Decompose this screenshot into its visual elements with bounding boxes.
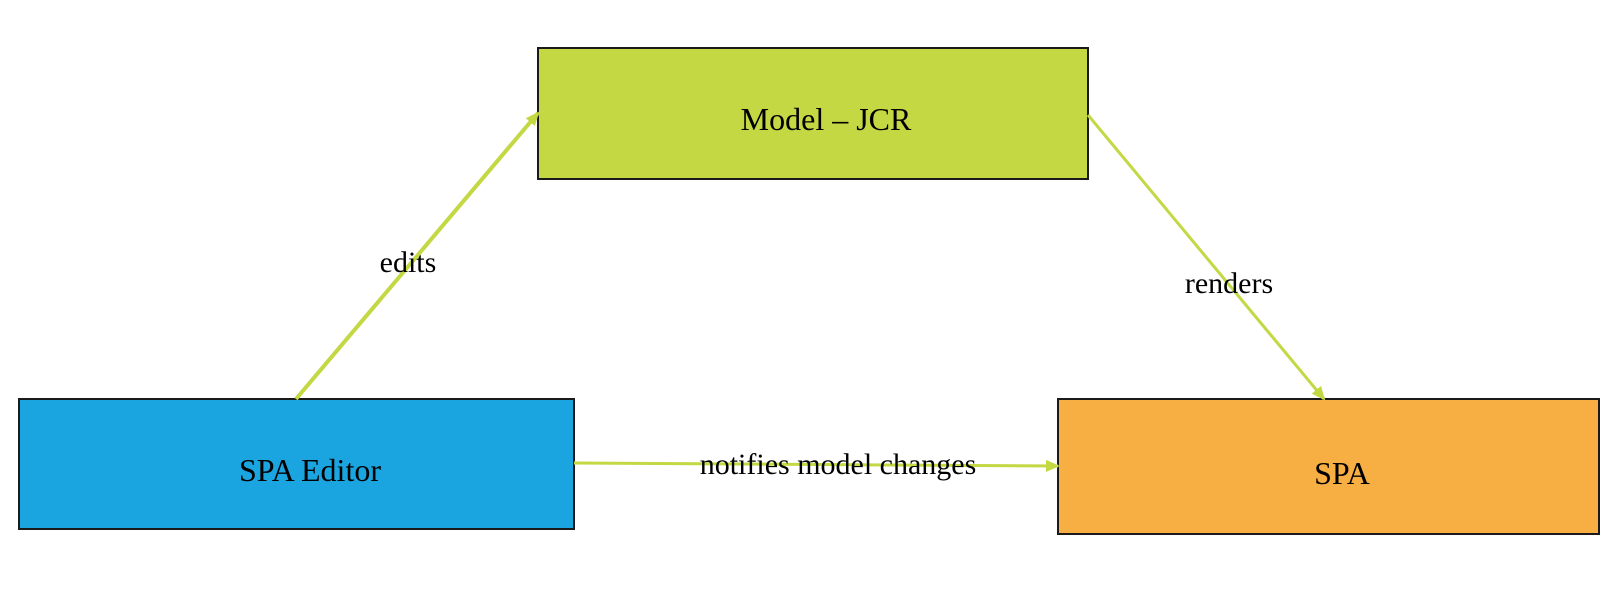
spa-box [1057, 398, 1600, 535]
renders-label: renders [1185, 267, 1273, 300]
renders-arrow [1086, 114, 1326, 401]
model-jcr-box [537, 47, 1089, 180]
model-jcr-node: Model – JCR [537, 47, 1089, 180]
spa-editor-label: SPA Editor [239, 452, 381, 488]
notifies-label: notifies model changes [700, 448, 977, 481]
edits-arrow [294, 111, 540, 401]
spa-editor-node: SPA Editor [18, 398, 575, 530]
model-jcr-label: Model – JCR [741, 101, 912, 137]
spa-editor-box [18, 398, 575, 530]
spa-label: SPA [1314, 455, 1370, 491]
notifies-arrow [573, 459, 1060, 472]
spa-node: SPA [1057, 398, 1600, 535]
edits-label: edits [380, 246, 437, 279]
